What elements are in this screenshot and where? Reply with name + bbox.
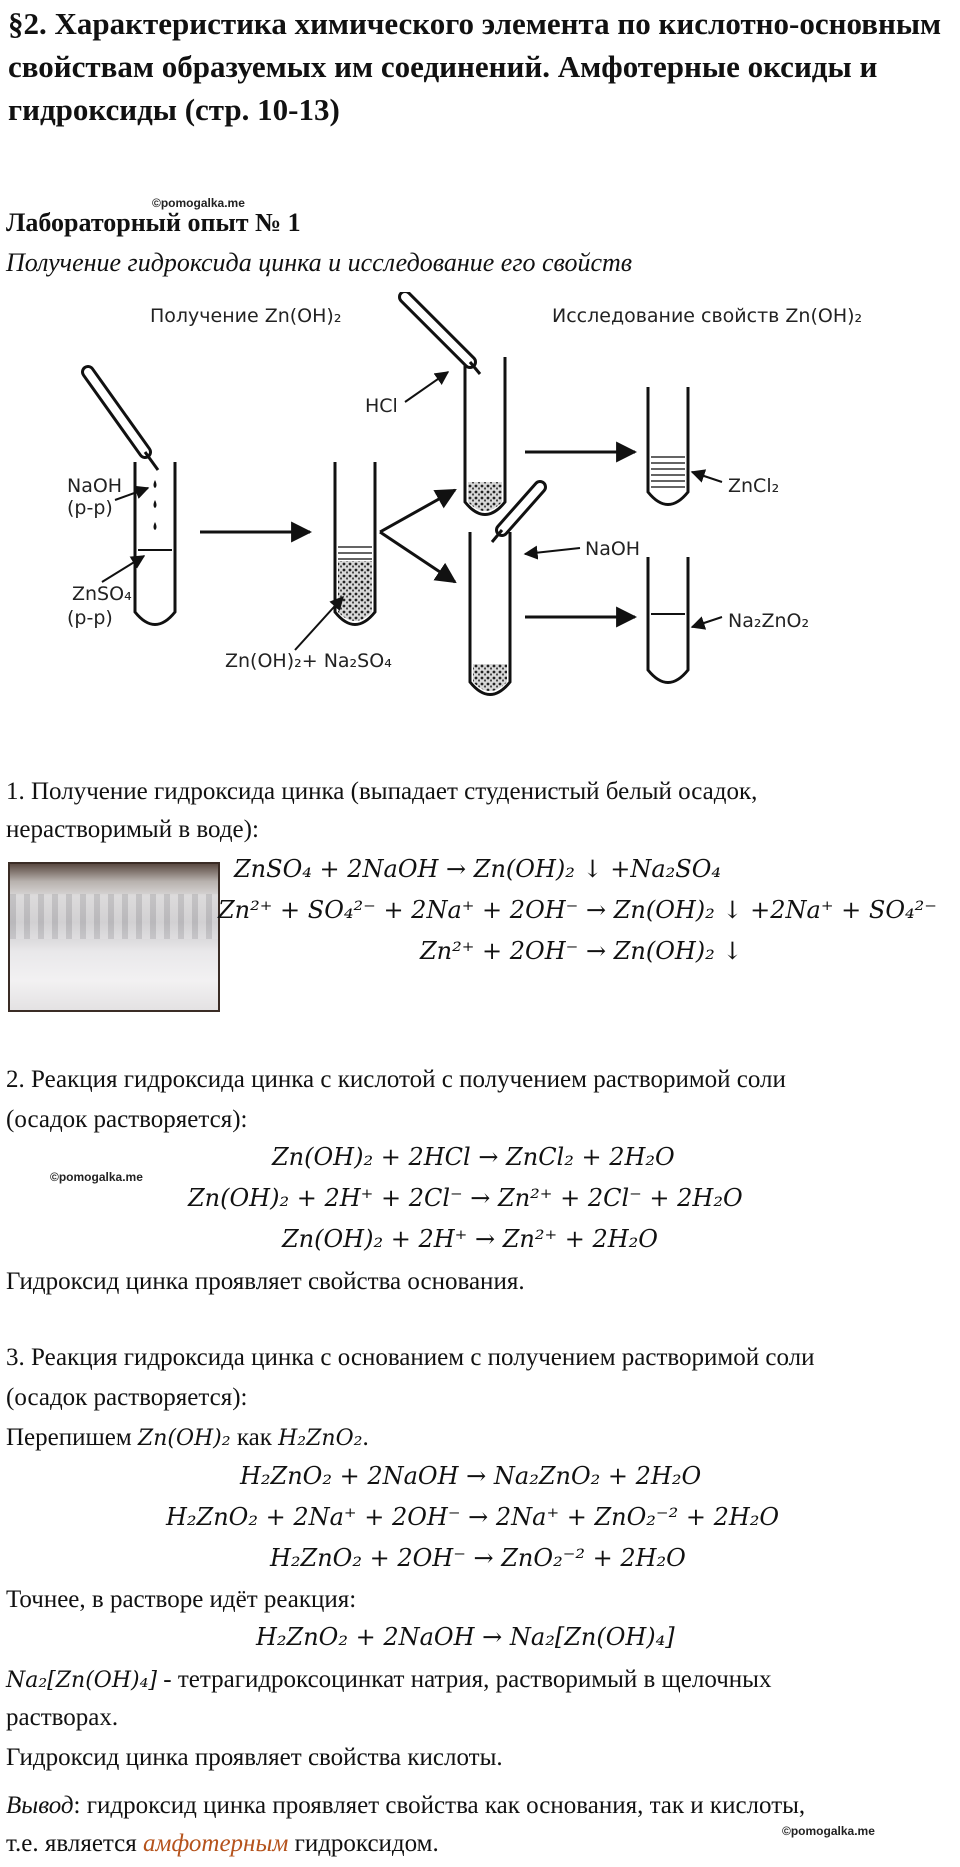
section1-eq1: ZnSO₄ + 2NaOH → Zn(OH)₂ ↓ +Na₂SO₄ bbox=[234, 855, 722, 883]
experiment-diagram: Получение Zn(OH)₂ Исследование свойств Z… bbox=[67, 292, 862, 696]
test-tube-6 bbox=[646, 557, 690, 684]
test-tube-5 bbox=[646, 387, 690, 506]
section2-eq3: Zn(OH)₂ + 2H⁺ → Zn²⁺ + 2H₂O bbox=[282, 1225, 658, 1253]
zncl2-label: ZnCl₂ bbox=[728, 475, 779, 497]
heading-left: Получение Zn(OH)₂ bbox=[150, 305, 341, 327]
watermark-2: ©pomogalka.me bbox=[50, 1170, 143, 1184]
section1-text-line2: нерастворимый в воде): bbox=[6, 816, 259, 843]
section3-complex-line2: растворах. bbox=[6, 1704, 119, 1731]
lab-title: Лабораторный опыт № 1 bbox=[6, 208, 301, 237]
section3-eq3: H₂ZnO₂ + 2OH⁻ → ZnO₂⁻² + 2H₂O bbox=[270, 1544, 686, 1572]
na2zno2-label: Na₂ZnO₂ bbox=[728, 610, 809, 632]
pp-label-2: (р-р) bbox=[67, 607, 113, 629]
heading-right: Исследование свойств Zn(OH)₂ bbox=[552, 305, 862, 327]
summary-line1: Вывод: гидроксид цинка проявляет свойств… bbox=[6, 1786, 956, 1826]
test-tube-2 bbox=[333, 462, 377, 626]
section2-eq2: Zn(OH)₂ + 2H⁺ + 2Cl⁻ → Zn²⁺ + 2Cl⁻ + 2H₂… bbox=[188, 1184, 743, 1212]
rewrite-to: H₂ZnO₂ bbox=[278, 1426, 363, 1451]
naoh-label-right: NaOH bbox=[585, 538, 640, 560]
product-label: Zn(OH)₂+ Na₂SO₄ bbox=[225, 650, 392, 672]
test-tube-4 bbox=[468, 480, 547, 696]
section3-complex-line: Na₂[Zn(OH)₄] - тетрагидроксоцинкат натри… bbox=[6, 1660, 956, 1701]
section2-conclusion: Гидроксид цинка проявляет свойства основ… bbox=[6, 1268, 525, 1295]
summary-highlight: амфотерным bbox=[143, 1830, 289, 1857]
section3-eq1: H₂ZnO₂ + 2NaOH → Na₂ZnO₂ + 2H₂O bbox=[240, 1462, 702, 1490]
summary-text-b-suffix: гидроксидом. bbox=[288, 1830, 439, 1857]
section3-rewrite: Перепишем Zn(OH)₂ как H₂ZnO₂. bbox=[6, 1418, 956, 1459]
summary-text-b-prefix: т.е. является bbox=[6, 1830, 144, 1857]
naoh-label-left: NaOH bbox=[67, 475, 122, 497]
section3-eq2: H₂ZnO₂ + 2Na⁺ + 2OH⁻ → 2Na⁺ + ZnO₂⁻² + 2… bbox=[166, 1503, 780, 1531]
pp-label-1: (р-р) bbox=[67, 497, 113, 519]
rewrite-prefix: Перепишем bbox=[6, 1424, 138, 1451]
rewrite-from: Zn(OH)₂ bbox=[137, 1426, 231, 1451]
section2-text-line1: 2. Реакция гидроксида цинка с кислотой с… bbox=[6, 1066, 786, 1093]
znso4-label: ZnSO₄ bbox=[72, 583, 132, 605]
page-title: §2. Характеристика химического элемента … bbox=[8, 6, 942, 127]
test-tube-1 bbox=[81, 365, 177, 626]
section1-eq2: Zn²⁺ + SO₄²⁻ + 2Na⁺ + 2OH⁻ → Zn(OH)₂ ↓ +… bbox=[218, 896, 937, 924]
rewrite-suffix: . bbox=[362, 1424, 369, 1451]
section3-eq4: H₂ZnO₂ + 2NaOH → Na₂[Zn(OH)₄] bbox=[256, 1623, 675, 1651]
hcl-label: HCl bbox=[365, 395, 398, 417]
summary-line2: т.е. является амфотерным гидроксидом. bbox=[6, 1824, 956, 1864]
section3-text-line2: (осадок растворяется): bbox=[6, 1384, 248, 1411]
complex-formula: Na₂[Zn(OH)₄] bbox=[6, 1668, 158, 1693]
section1-text-line1: 1. Получение гидроксида цинка (выпадает … bbox=[6, 778, 758, 805]
complex-text-a: - тетрагидроксоцинкат натрия, растворимы… bbox=[157, 1666, 772, 1693]
section2-eq1: Zn(OH)₂ + 2HCl → ZnCl₂ + 2H₂O bbox=[272, 1143, 675, 1171]
precipitate-photo bbox=[8, 862, 220, 1012]
lab-subtitle: Получение гидроксида цинка и исследовани… bbox=[6, 248, 633, 277]
section2-text-line2: (осадок растворяется): bbox=[6, 1106, 248, 1133]
section3-text-line1: 3. Реакция гидроксида цинка с основанием… bbox=[6, 1344, 815, 1371]
rewrite-mid: как bbox=[230, 1424, 279, 1451]
section3-precise: Точнее, в растворе идёт реакция: bbox=[6, 1586, 357, 1613]
summary-label: Вывод bbox=[6, 1792, 74, 1819]
summary-text-a: : гидроксид цинка проявляет свойства как… bbox=[73, 1792, 806, 1819]
section3-conclusion: Гидроксид цинка проявляет свойства кисло… bbox=[6, 1744, 503, 1771]
watermark-3: ©pomogalka.me bbox=[782, 1824, 875, 1838]
section1-eq3: Zn²⁺ + 2OH⁻ → Zn(OH)₂ ↓ bbox=[420, 937, 743, 965]
watermark: ©pomogalka.me bbox=[152, 196, 245, 210]
test-tube-3 bbox=[398, 292, 507, 516]
